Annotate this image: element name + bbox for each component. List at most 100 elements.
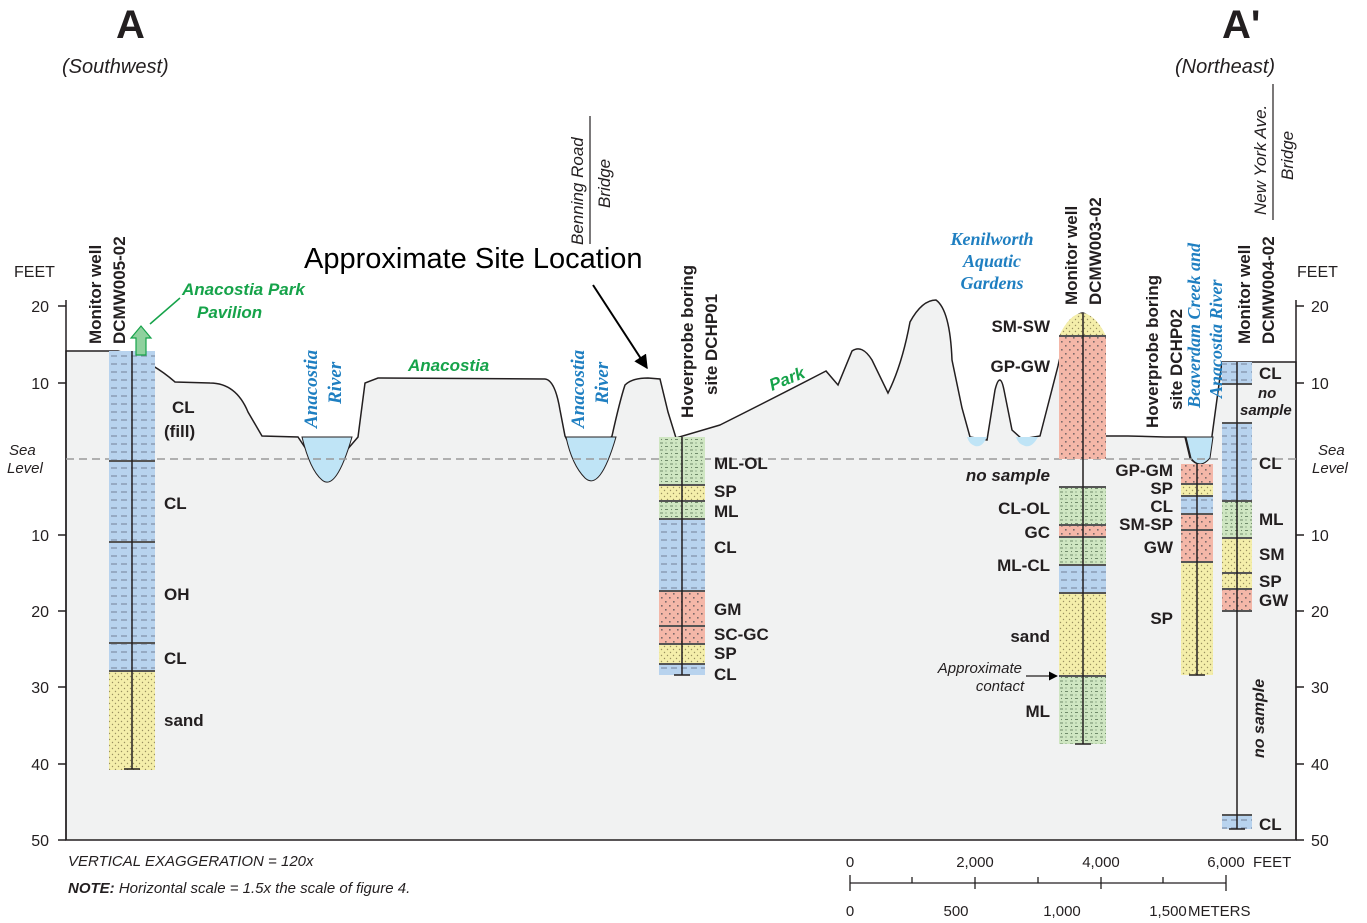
pavilion-marker-icon (129, 325, 153, 356)
unit-label: OH (164, 585, 190, 604)
pond-water-1 (967, 437, 987, 447)
right-tick-labels: 20 10 10 20 30 40 50 (1311, 299, 1329, 850)
right-sea-label-2: Level (1312, 460, 1349, 477)
unit-label: SP (1150, 609, 1173, 628)
scale-meter-tick: 1,500 (1149, 903, 1187, 920)
axis-ticks (58, 305, 1304, 841)
scale-feet-tick: 6,000 (1207, 854, 1245, 871)
tick-label: 20 (31, 299, 49, 316)
unit-label: SM (1259, 545, 1285, 564)
unit-label: ML (1025, 702, 1050, 721)
unit-label: (fill) (164, 422, 195, 441)
river2-label-1: Anacostia (568, 349, 589, 429)
unit-label: ML-CL (997, 556, 1050, 575)
contact-label-1: Approximate (937, 660, 1022, 677)
unit-label: SP (714, 482, 737, 501)
unit-label: sample (1240, 402, 1292, 419)
well3-title-1: Monitor well (1062, 206, 1081, 305)
unit-label: sand (164, 711, 204, 730)
exaggeration-note: VERTICAL EXAGGERATION = 120x (68, 853, 314, 870)
right-sea-label-1: Sea (1318, 442, 1345, 459)
unit-label: GM (714, 600, 741, 619)
tick-label: 20 (1311, 299, 1329, 316)
tick-label: 20 (1311, 604, 1329, 621)
unit-label: SP (1259, 572, 1282, 591)
horizontal-scale-note: NOTE: Horizontal scale = 1.5x the scale … (68, 880, 410, 897)
unit-label: CL (172, 398, 195, 417)
unit-label: ML-OL (714, 454, 768, 473)
pond-water-2 (1016, 437, 1038, 447)
scale-meter-tick: 500 (943, 903, 968, 920)
left-direction: (Southwest) (62, 56, 169, 78)
unit-label: CL-OL (998, 499, 1050, 518)
tick-label: 10 (31, 528, 49, 545)
scale-feet-tick: 2,000 (956, 854, 994, 871)
bridge2-label-1: New York Ave. (1251, 105, 1270, 215)
unit-label: ML (1259, 510, 1284, 529)
right-feet-label: FEET (1297, 264, 1338, 281)
well4-title-2: site DCHP02 (1167, 309, 1186, 410)
kenilworth-label-1: Kenilworth (949, 229, 1033, 249)
well1-title-1: Monitor well (86, 245, 105, 344)
unit-label: CL (714, 665, 737, 684)
unit-label: SM-SW (991, 317, 1051, 336)
unit-label: CL (164, 649, 187, 668)
scale-meter-tick: 0 (846, 903, 854, 920)
river1-label-2: River (325, 361, 346, 405)
unit-label: no sample (1251, 679, 1268, 758)
tick-label: 30 (1311, 680, 1329, 697)
well2-title-1: Hoverprobe boring (678, 265, 697, 418)
unit-label: SP (1150, 479, 1173, 498)
note-label: NOTE: (68, 880, 115, 897)
right-section-letter: A' (1222, 3, 1260, 47)
left-tick-labels: 20 10 10 20 30 40 50 (31, 299, 49, 850)
scale-meter-unit: METERS (1188, 903, 1251, 920)
river2-label-2: River (592, 361, 613, 405)
unit-label: CL (1259, 454, 1282, 473)
right-direction: (Northeast) (1175, 56, 1275, 78)
unit-label: GW (1259, 591, 1289, 610)
beaverdam-label-2: Anacostia River (1206, 279, 1226, 399)
well-column-dcmw004-02 (1222, 362, 1252, 830)
unit-label: SC-GC (714, 625, 769, 644)
tick-label: 10 (31, 376, 49, 393)
bridge1-label-1: Benning Road (568, 137, 587, 245)
unit-label: CL (1259, 364, 1282, 383)
well-column-dcmw003-02 (1059, 313, 1106, 745)
left-sea-label-1: Sea (9, 442, 36, 459)
note-text: Horizontal scale = 1.5x the scale of fig… (115, 880, 411, 897)
beaverdam-label-1: Beaverdam Creek and (1184, 242, 1204, 409)
kenilworth-label-2: Aquatic (962, 251, 1021, 271)
scale-feet-tick: 0 (846, 854, 854, 871)
tick-label: 40 (1311, 757, 1329, 774)
tick-label: 50 (1311, 833, 1329, 850)
pavilion-leader (149, 297, 181, 325)
site-location-label: Approximate Site Location (304, 243, 643, 275)
pavilion-label-1: Anacostia Park (181, 280, 306, 299)
site-arrow (592, 284, 648, 370)
scale-feet-tick: 4,000 (1082, 854, 1120, 871)
kenilworth-label-3: Gardens (960, 273, 1023, 293)
well5-title-1: Monitor well (1235, 245, 1254, 344)
unit-label: GW (1144, 538, 1174, 557)
unit-label: SM-SP (1119, 515, 1173, 534)
unit-label: sand (1010, 627, 1050, 646)
scale-meter-tick: 1,000 (1043, 903, 1081, 920)
unit-label: GC (1025, 523, 1051, 542)
river1-label-1: Anacostia (301, 349, 322, 429)
pavilion-label-2: Pavilion (197, 303, 262, 322)
unit-label: CL (164, 494, 187, 513)
well-column-dcmw005-02 (109, 351, 155, 770)
tick-label: 20 (31, 604, 49, 621)
well3-title-2: DCMW003-02 (1086, 197, 1105, 305)
well-column-dchp02 (1181, 464, 1213, 676)
well2-title-2: site DCHP01 (702, 294, 721, 395)
tick-label: 40 (31, 757, 49, 774)
contact-label-2: contact (976, 678, 1025, 695)
left-section-letter: A (116, 3, 145, 47)
tick-label: 10 (1311, 376, 1329, 393)
unit-label: GP-GM (1115, 461, 1173, 480)
well1-title-2: DCMW005-02 (110, 236, 129, 344)
